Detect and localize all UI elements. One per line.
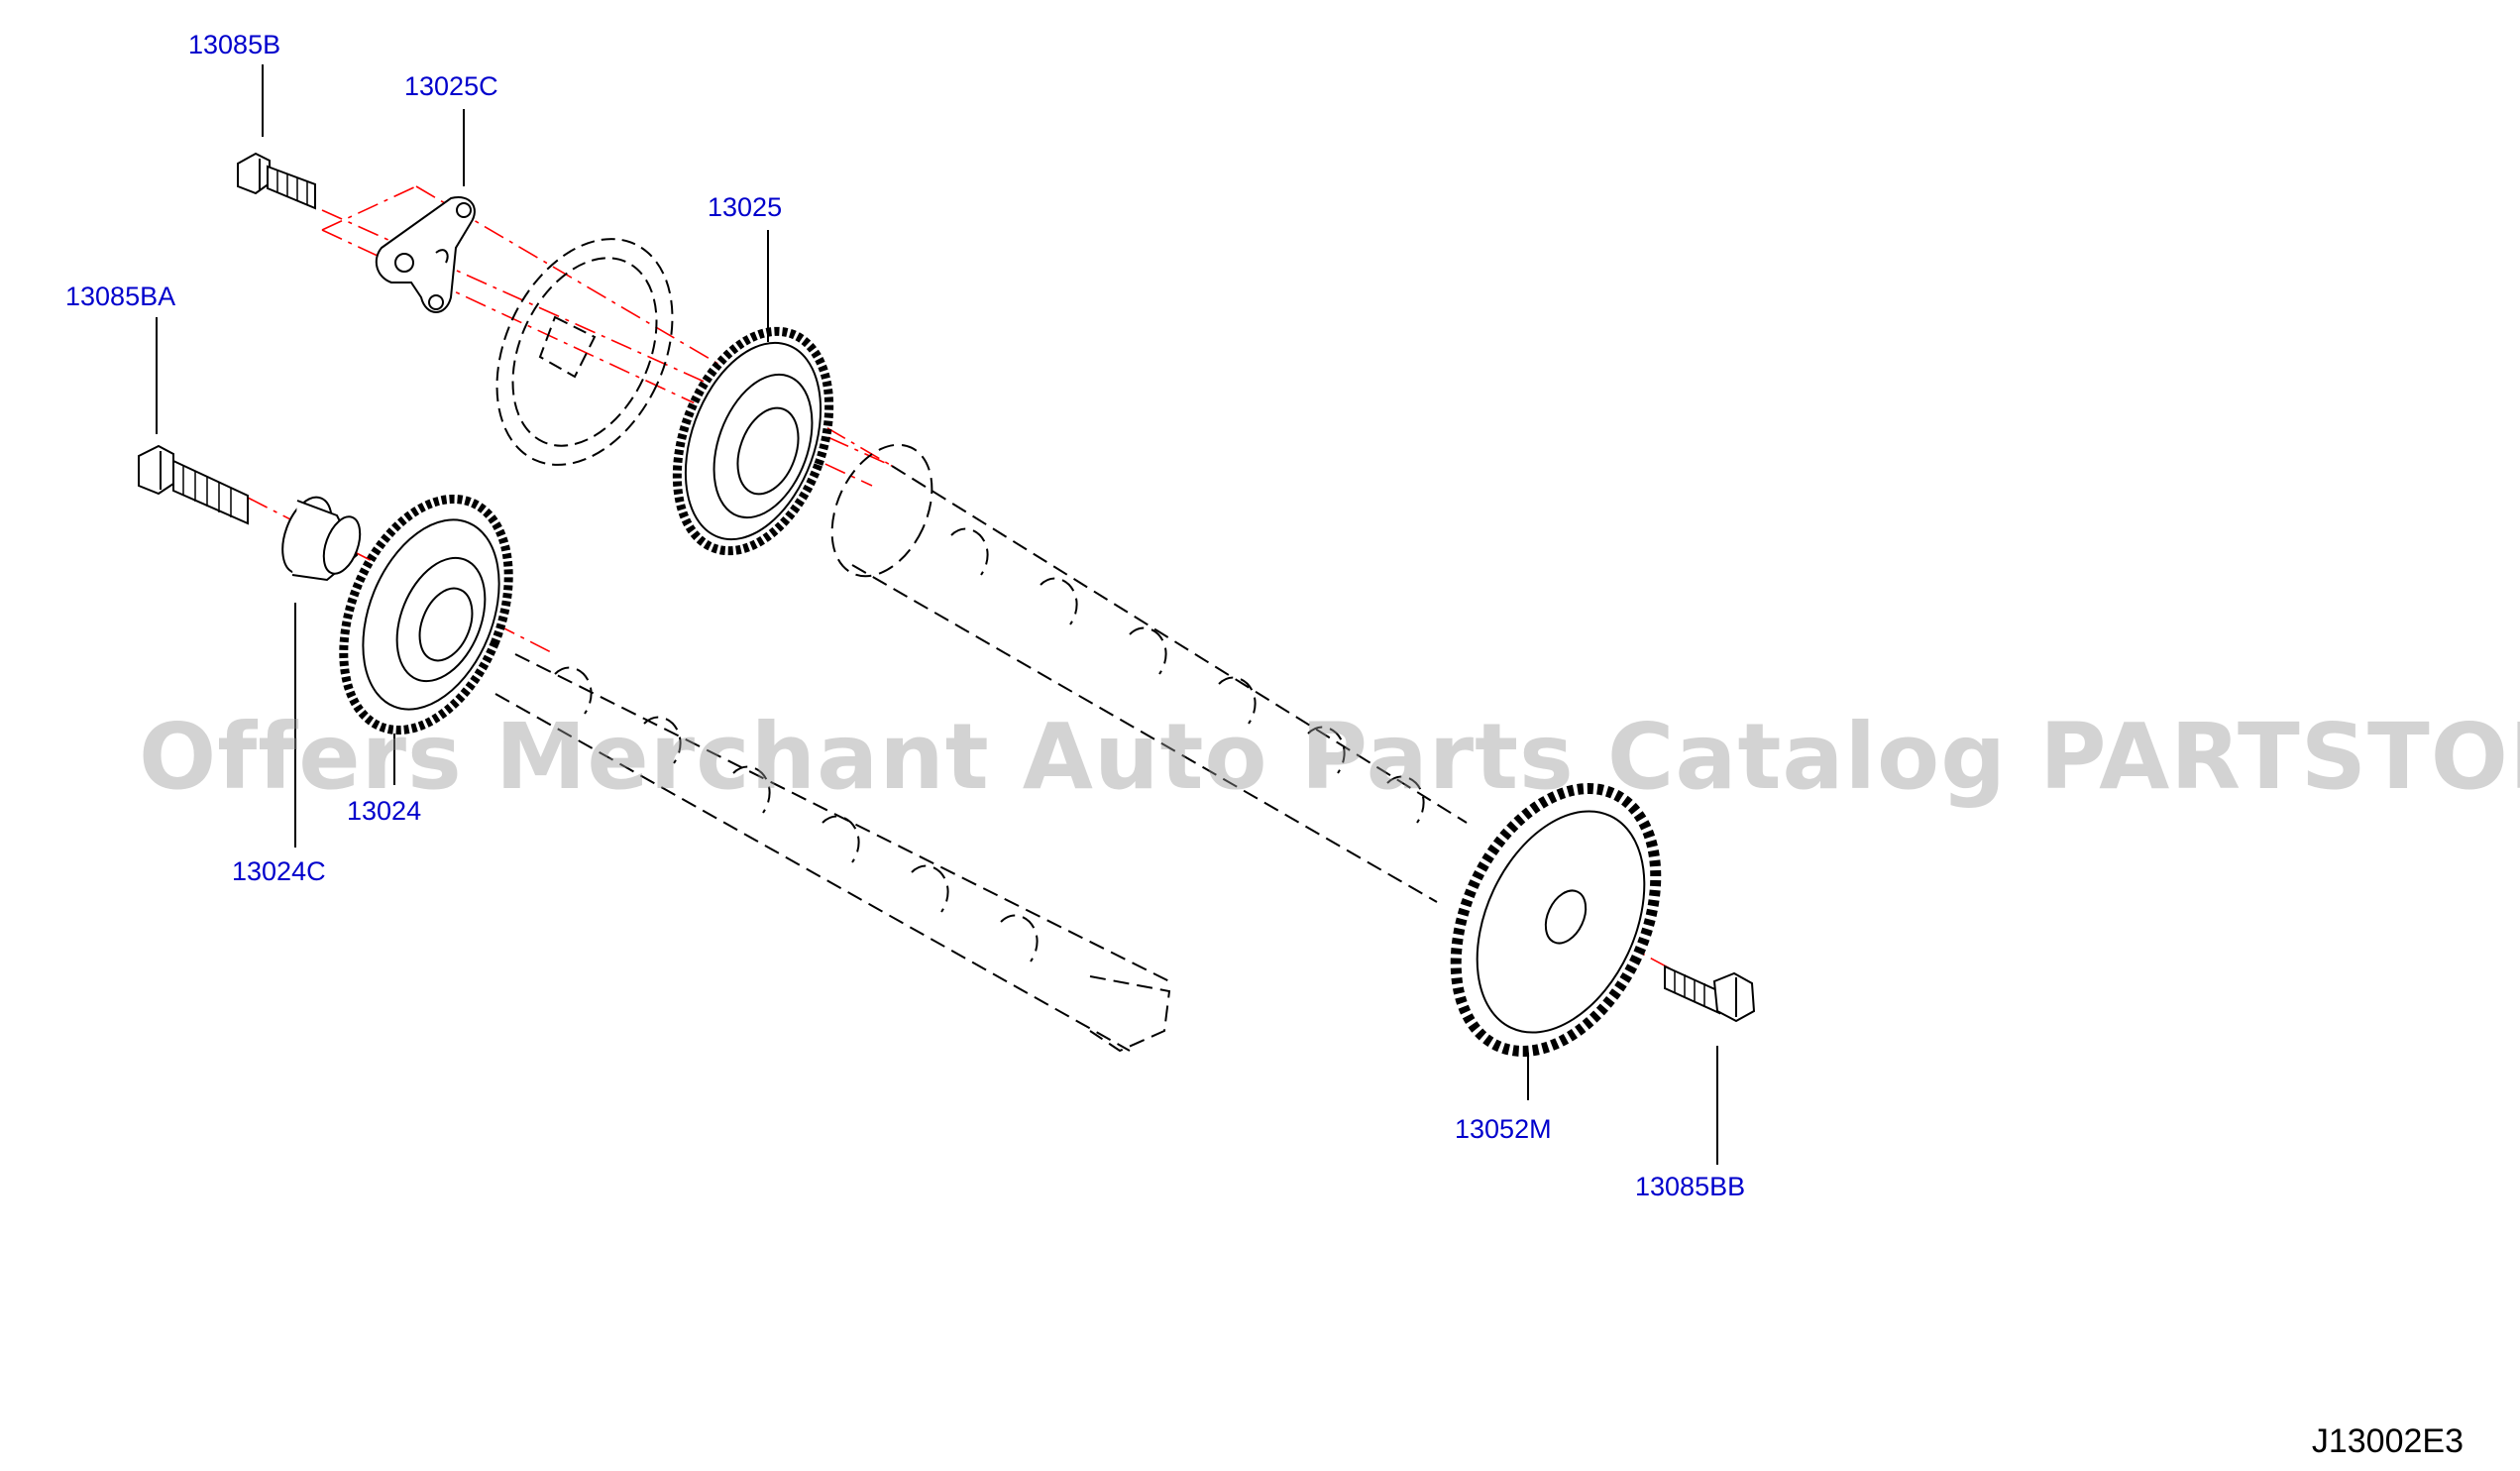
label-13024C[interactable]: 13024C (232, 856, 326, 886)
label-13025C[interactable]: 13025C (404, 71, 498, 101)
label-13085B[interactable]: 13085B (188, 30, 281, 59)
bolt-13085B[interactable] (237, 152, 316, 210)
label-13025[interactable]: 13025 (708, 192, 783, 222)
collar-13024C[interactable] (274, 491, 368, 582)
gear-13024[interactable] (312, 475, 540, 754)
leader-lines (156, 64, 1718, 1165)
gear-13052M[interactable] (1416, 756, 1695, 1083)
plate-13025C[interactable] (375, 196, 476, 313)
watermark-text: Offers Merchant Auto Parts Catalog PARTS… (139, 704, 2520, 810)
bolt-13085BB[interactable] (1664, 964, 1756, 1023)
sprocket-phantom (495, 238, 674, 466)
label-13085BA[interactable]: 13085BA (65, 282, 176, 311)
label-13085BB[interactable]: 13085BB (1635, 1172, 1746, 1201)
camshaft-lower (494, 653, 1171, 1053)
gear-13025[interactable] (649, 310, 857, 572)
label-13052M[interactable]: 13052M (1455, 1114, 1552, 1144)
camshaft-upper (830, 443, 1468, 903)
label-13024[interactable]: 13024 (347, 796, 422, 826)
diagram-code: J13002E3 (2311, 1422, 2464, 1460)
bolt-13085BA[interactable] (138, 444, 249, 525)
